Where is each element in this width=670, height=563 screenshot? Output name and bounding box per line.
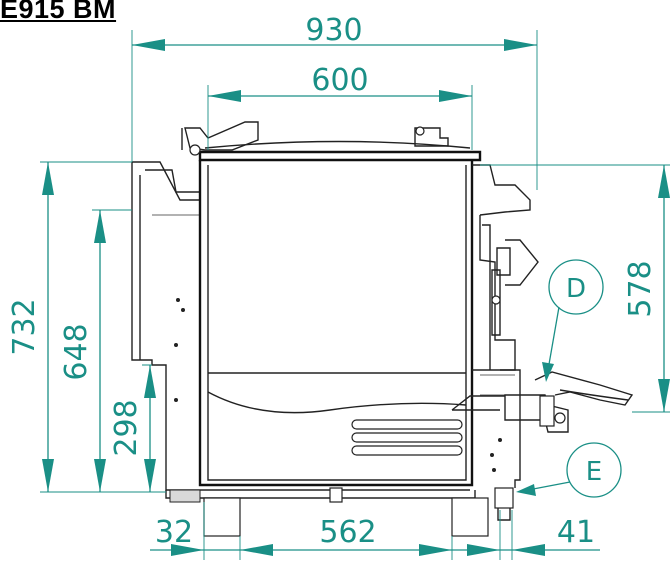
drain-tap: [504, 371, 634, 433]
machine-legs: [169, 487, 514, 537]
dim-pot-width: 600: [311, 63, 368, 98]
heating-element: [351, 419, 463, 456]
dimension-lines: [40, 30, 670, 560]
callout-d-label: D: [566, 274, 586, 304]
dim-body-height: 648: [59, 323, 94, 380]
dim-leg-spacing: 562: [319, 515, 376, 550]
dim-total-width: 930: [305, 13, 362, 48]
callout-d: D: [542, 259, 604, 382]
dim-right-offset: 41: [557, 515, 595, 550]
dim-lower-height: 298: [109, 399, 144, 456]
model-title: E915 BM: [0, 0, 117, 24]
callout-e-label: E: [586, 457, 602, 487]
callout-e: E: [516, 442, 622, 498]
dim-total-height: 732: [7, 298, 42, 355]
dim-left-offset: 32: [155, 515, 193, 550]
dim-tap-height: 578: [623, 260, 658, 317]
machine-outline: [131, 121, 634, 537]
